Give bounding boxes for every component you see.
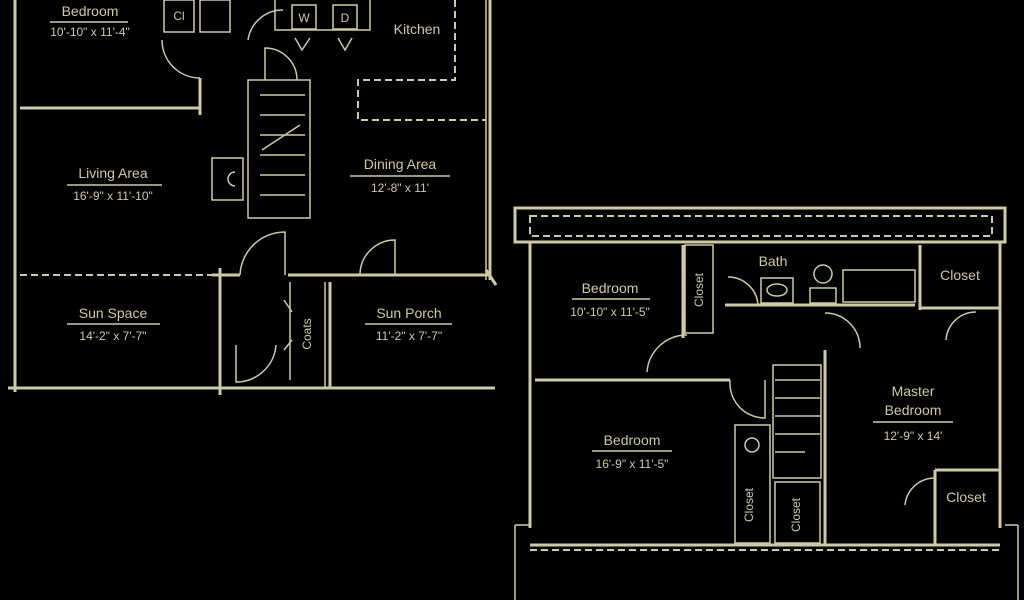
room-label-sun-porch: Sun Porch <box>376 305 441 321</box>
second-floor-plan <box>513 206 1019 600</box>
room-size-bedroom-upper-left: 10'-10" x 11'-5" <box>570 305 650 319</box>
room-label-master-bedroom-line1: Master <box>892 383 935 399</box>
dryer-label: D <box>341 11 350 25</box>
closet-label: Cl <box>173 9 184 23</box>
room-label-living-area: Living Area <box>78 165 147 181</box>
room-label-bedroom-lower-left: Bedroom <box>604 432 661 448</box>
closet-label-top-right: Closet <box>940 267 980 283</box>
room-label-bath: Bath <box>759 253 788 269</box>
room-label-sun-space: Sun Space <box>79 305 148 321</box>
first-floor-plan <box>8 0 498 395</box>
closet-label-bottom-right: Closet <box>946 489 986 505</box>
room-size-master-bedroom: 12'-9" x 14' <box>884 429 943 443</box>
room-size-sun-space: 14'-2" x 7'-7" <box>79 329 146 343</box>
closet-label-lower-a: Closet <box>742 487 756 522</box>
fireplace <box>211 157 244 201</box>
room-size-dining-area: 12'-8" x 11' <box>371 181 429 195</box>
room-size-bedroom-lower-left: 16'-9" x 11'-5" <box>596 457 669 471</box>
room-size-living-area: 16'-9" x 11'-10" <box>73 189 153 203</box>
closet-label-lower-b: Closet <box>789 497 803 532</box>
washer-label: W <box>298 11 310 25</box>
room-size-sun-porch: 11'-2" x 7'-7" <box>376 329 442 343</box>
room-label-master-bedroom-line2: Bedroom <box>885 402 942 418</box>
room-label-bedroom-upper-left: Bedroom <box>582 280 639 296</box>
room-label-dining-area: Dining Area <box>364 156 437 172</box>
room-label-kitchen: Kitchen <box>394 21 441 37</box>
closet-label-upper-left: Closet <box>692 272 706 307</box>
room-label-bedroom: Bedroom <box>62 3 119 19</box>
coats-closet-label: Coats <box>300 318 314 349</box>
room-size-bedroom: 10'-10" x 11'-4" <box>50 25 130 39</box>
